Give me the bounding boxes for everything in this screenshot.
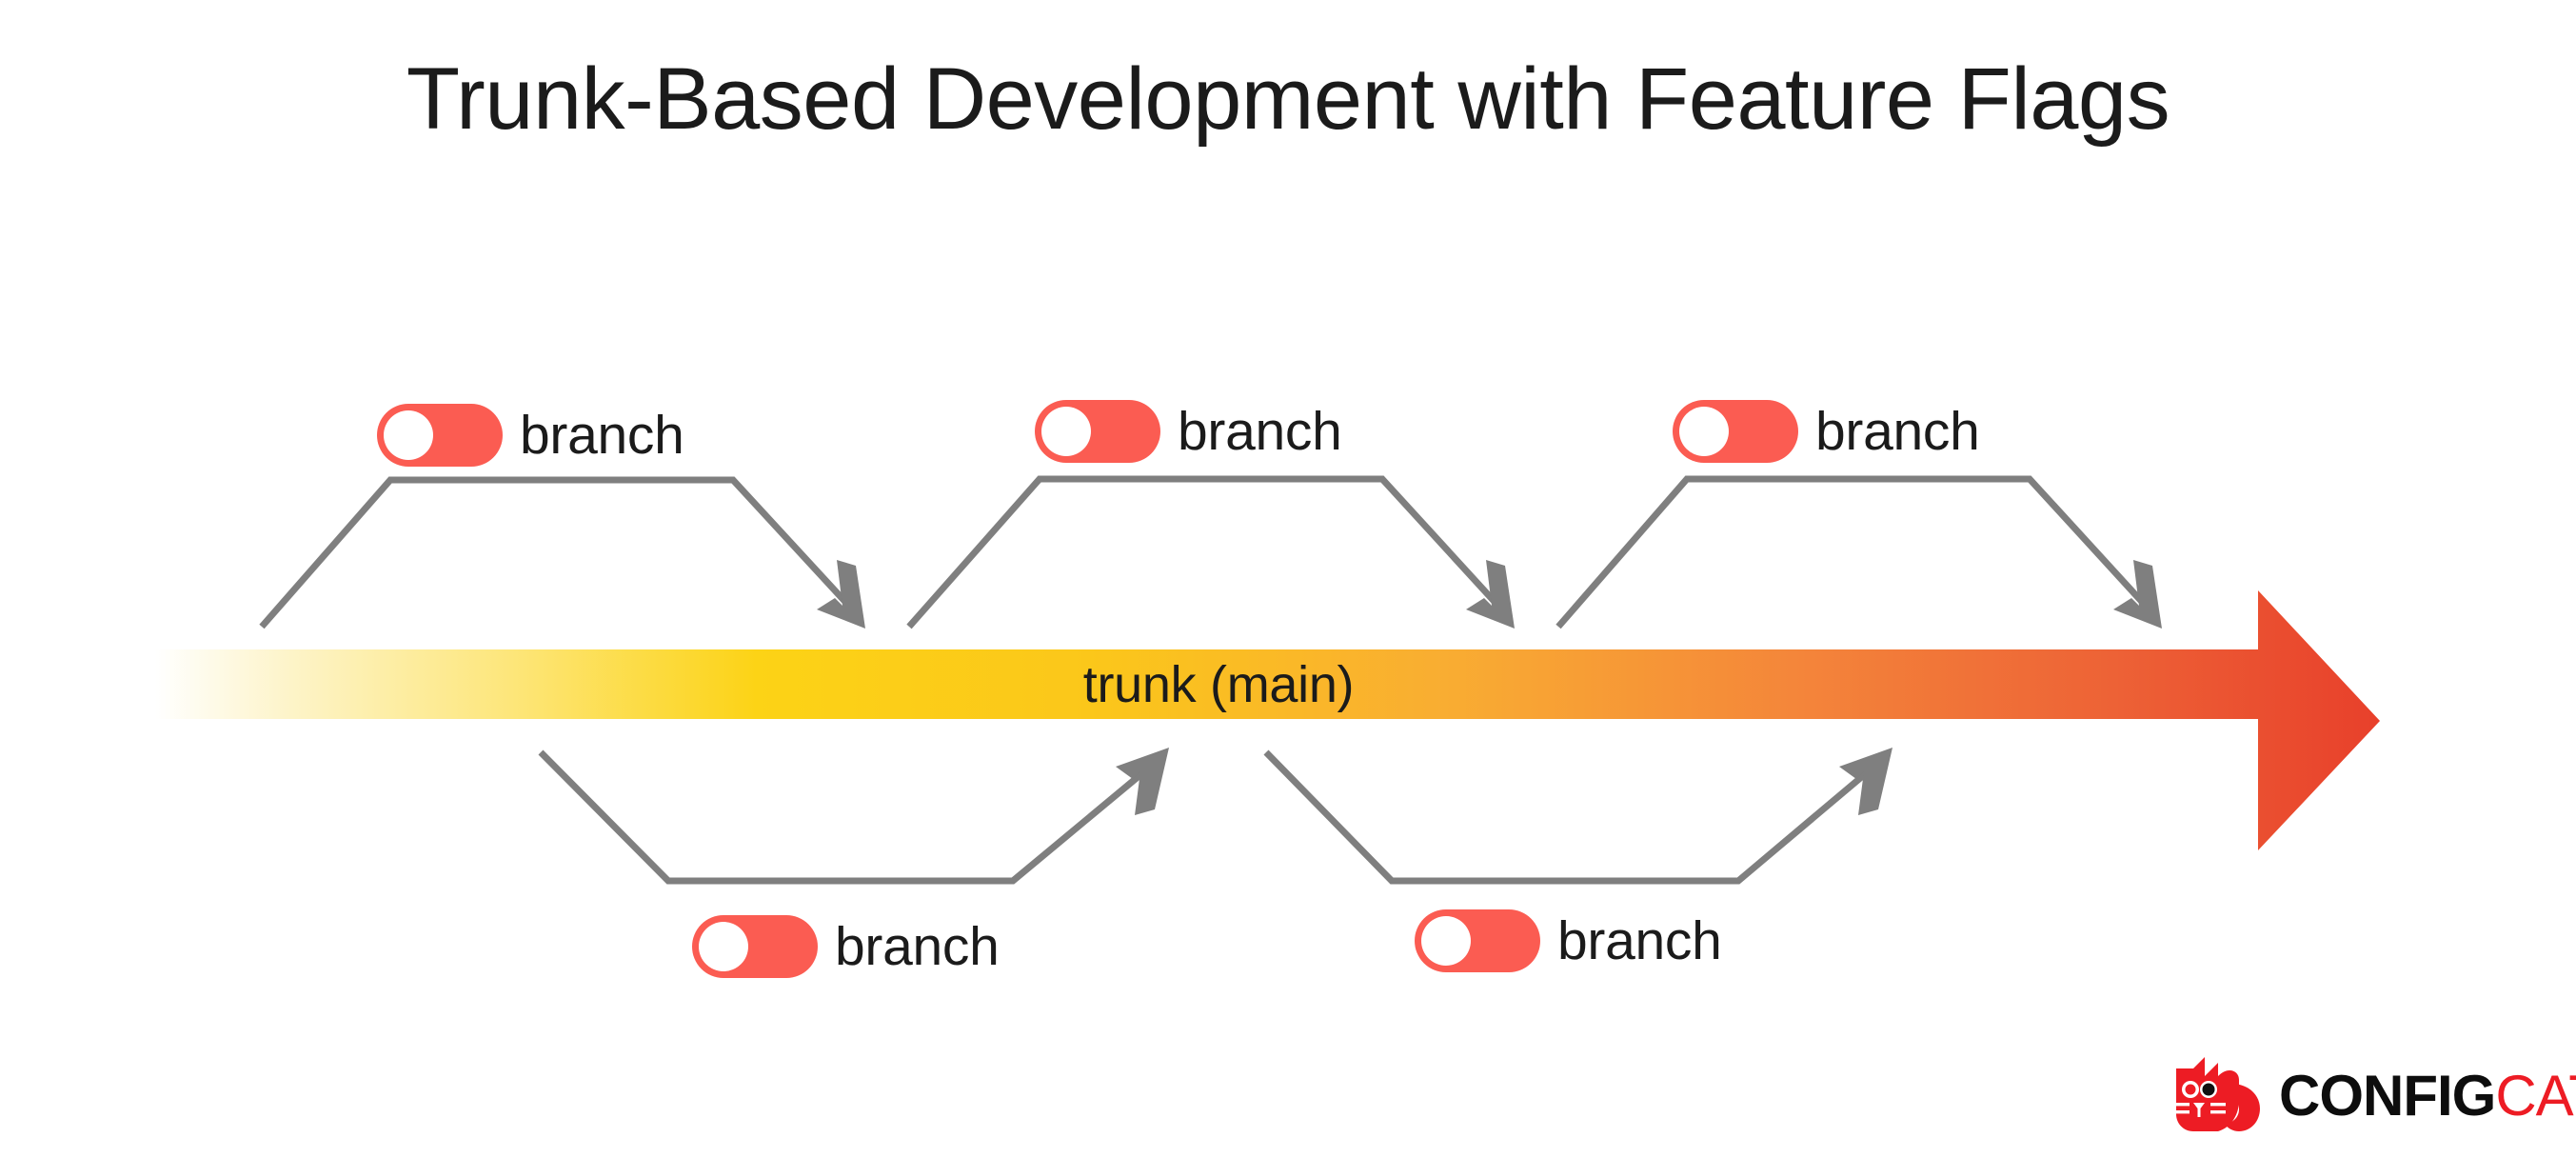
toggle-knob-icon	[1421, 916, 1471, 966]
bottom-branch-paths	[538, 749, 1886, 885]
arrowhead-bottom-2	[1839, 748, 1892, 815]
page-title: Trunk-Based Development with Feature Fla…	[406, 50, 2170, 148]
arrowhead-top-3	[2113, 560, 2162, 629]
trunk-label: trunk (main)	[1082, 656, 1355, 713]
arrowhead-top-2	[1466, 560, 1515, 629]
branch-path-bottom-1	[538, 749, 1162, 885]
top-branch-arrowheads	[817, 560, 2162, 629]
feature-flag-toggle[interactable]	[1035, 400, 1160, 463]
branch-flag-bottom-1[interactable]: branch	[692, 915, 1000, 978]
feature-flag-toggle[interactable]	[692, 915, 818, 978]
branch-path-top-3	[1556, 475, 2156, 629]
branch-label: branch	[1557, 909, 1722, 971]
branch-path-top-1	[259, 476, 860, 629]
top-branch-paths	[259, 475, 2156, 629]
feature-flag-toggle[interactable]	[1415, 909, 1540, 972]
branch-label: branch	[1178, 400, 1342, 462]
feature-flag-toggle[interactable]	[1673, 400, 1798, 463]
trunk-arrow	[155, 590, 2380, 850]
branch-flag-top-3[interactable]: branch	[1673, 400, 1980, 463]
branch-path-top-2	[906, 475, 1509, 629]
branch-flag-top-2[interactable]: branch	[1035, 400, 1342, 463]
arrowhead-top-1	[817, 560, 865, 629]
toggle-knob-icon	[699, 922, 748, 971]
trunk-arrow-shape	[155, 590, 2380, 850]
bottom-branch-arrowheads	[1116, 748, 1892, 815]
branch-flag-bottom-2[interactable]: branch	[1415, 909, 1722, 972]
arrowhead-bottom-1	[1116, 748, 1169, 815]
branch-path-bottom-2	[1263, 749, 1886, 885]
branch-label: branch	[1815, 400, 1980, 462]
toggle-knob-icon	[1679, 407, 1729, 456]
branch-label: branch	[835, 915, 1000, 977]
toggle-knob-icon	[1041, 407, 1091, 456]
branch-label: branch	[520, 404, 684, 466]
feature-flag-toggle[interactable]	[377, 404, 503, 467]
wordmark-cat: CAT	[2495, 1064, 2576, 1128]
configcat-logo: CONFIG CAT	[2172, 1055, 2576, 1137]
toggle-knob-icon	[384, 410, 433, 460]
wordmark-config: CONFIG	[2279, 1064, 2496, 1128]
configcat-wordmark: CONFIG CAT	[2279, 1068, 2576, 1125]
configcat-cat-icon	[2172, 1057, 2260, 1131]
branch-flag-top-1[interactable]: branch	[377, 404, 684, 467]
